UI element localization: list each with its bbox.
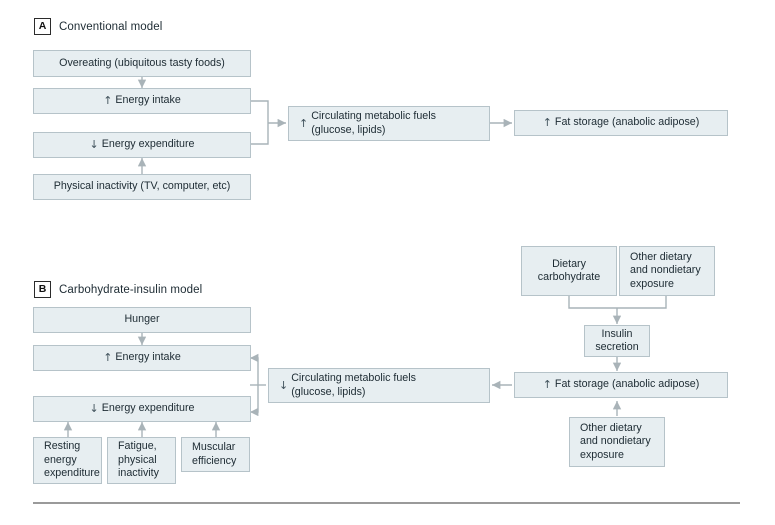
node-energy-expenditure-b: ↓ Energy expenditure — [33, 396, 251, 422]
up-arrow-icon: ↑ — [103, 351, 113, 365]
node-fat-storage-b: ↑ Fat storage (anabolic adipose) — [514, 372, 728, 398]
panel-a-title: Conventional model — [59, 20, 163, 33]
node-energy-expenditure-a: ↓ Energy expenditure — [33, 132, 251, 158]
up-arrow-icon: ↑ — [542, 378, 552, 392]
panel-b-header: B Carbohydrate-insulin model — [34, 281, 202, 298]
up-arrow-icon: ↑ — [542, 116, 552, 130]
up-arrow-icon: ↑ — [103, 94, 113, 108]
node-physical-inactivity: Physical inactivity (TV, computer, etc) — [33, 174, 251, 200]
node-fatigue-physical-inactivity: Fatigue, physical inactivity — [107, 437, 176, 484]
node-muscular-efficiency: Muscular efficiency — [181, 437, 250, 472]
link-bracket-down — [249, 385, 259, 417]
panel-b-letter: B — [34, 281, 51, 298]
node-dietary-carbohydrate: Dietary carbohydrate — [521, 246, 617, 296]
node-circulating-fuels-b: ↓ Circulating metabolic fuels (glucose, … — [268, 368, 490, 403]
node-circulating-fuels-a: ↑ Circulating metabolic fuels (glucose, … — [288, 106, 490, 141]
fuels-line1-b: Circulating metabolic fuels — [291, 372, 416, 385]
link-bracket-up — [249, 353, 259, 385]
down-arrow-icon: ↓ — [89, 138, 99, 152]
panel-a-letter: A — [34, 18, 51, 35]
panel-a-header: A Conventional model — [34, 18, 162, 35]
bottom-rule — [33, 502, 740, 504]
link-carb-and-other-to-insulin — [568, 296, 667, 309]
node-insulin-secretion: Insulin secretion — [584, 325, 650, 357]
fuels-line1-a: Circulating metabolic fuels — [311, 110, 436, 123]
node-other-exposure-bottom: Other dietary and nondietary exposure — [569, 417, 665, 467]
fuels-line2-a: (glucose, lipids) — [311, 123, 386, 136]
node-hunger: Hunger — [33, 307, 251, 333]
up-arrow-icon: ↑ — [299, 116, 309, 130]
link-intake-expenditure-bracket — [250, 100, 269, 145]
node-other-exposure-top: Other dietary and nondietary exposure — [619, 246, 715, 296]
down-arrow-icon: ↓ — [279, 378, 289, 392]
node-overeating: Overeating (ubiquitous tasty foods) — [33, 50, 251, 77]
fuels-line2-b: (glucose, lipids) — [291, 385, 366, 398]
node-energy-intake-a: ↑ Energy intake — [33, 88, 251, 114]
node-fat-storage-a: ↑ Fat storage (anabolic adipose) — [514, 110, 728, 136]
node-resting-energy-expenditure: Resting energy expenditure — [33, 437, 102, 484]
panel-b-title: Carbohydrate-insulin model — [59, 283, 203, 296]
node-energy-intake-b: ↑ Energy intake — [33, 345, 251, 371]
down-arrow-icon: ↓ — [89, 402, 99, 416]
